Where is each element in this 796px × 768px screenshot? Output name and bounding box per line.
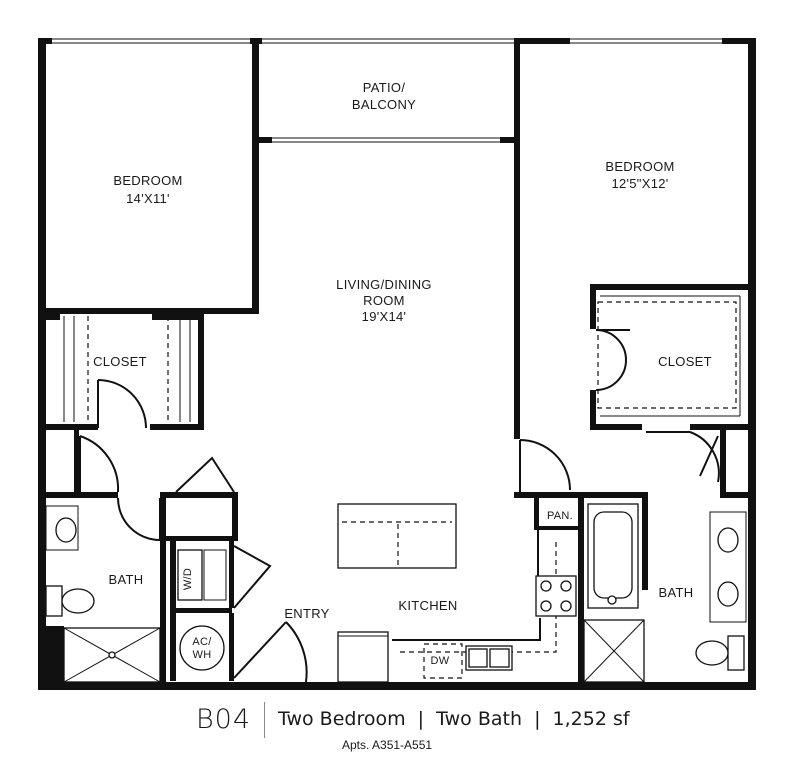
bath-right-label: BATH	[659, 585, 694, 600]
windows	[52, 38, 722, 44]
door-swings	[79, 329, 720, 683]
ac-wh-label-1: AC/	[192, 636, 212, 648]
kitchen-label: KITCHEN	[398, 598, 457, 613]
closet-shelving	[63, 295, 741, 422]
closet-left-label: CLOSET	[93, 354, 147, 369]
exterior-walls	[38, 38, 756, 690]
left-bath-fixtures	[45, 505, 161, 683]
dishwasher-label: DW	[431, 655, 450, 667]
bedroom-right-name: BEDROOM	[605, 159, 674, 174]
kitchen-fixtures	[337, 503, 577, 683]
bath-left-label: BATH	[109, 572, 144, 587]
unit-code: B04	[196, 704, 252, 735]
bedroom-right-size: 12'5"X12'	[611, 176, 668, 191]
living-size: 19'X14'	[362, 309, 407, 324]
patio-label-2: BALCONY	[352, 97, 416, 112]
interior-walls	[38, 44, 756, 682]
floor-plan: BEDROOM 14'X11' PATIO/ BALCONY BEDROOM 1…	[38, 38, 756, 690]
caption-divider	[264, 702, 265, 738]
unit-apartments: Apts. A351-A551	[342, 738, 433, 752]
ac-wh-label-2: WH	[193, 649, 212, 661]
closet-right-label: CLOSET	[658, 354, 712, 369]
unit-description: Two Bedroom | Two Bath | 1,252 sf	[278, 708, 630, 730]
living-label-1: LIVING/DINING	[336, 277, 432, 292]
patio-label-1: PATIO/	[363, 80, 406, 95]
living-label-2: ROOM	[363, 293, 405, 308]
utility-fixtures	[177, 549, 227, 671]
right-bath-fixtures	[583, 503, 747, 683]
bedroom-left-name: BEDROOM	[113, 173, 182, 188]
plan-caption: B04 Two Bedroom | Two Bath | 1,252 sf Ap…	[0, 698, 796, 758]
bedroom-left-size: 14'X11'	[126, 191, 170, 206]
entry-label: ENTRY	[284, 606, 329, 621]
washer-dryer-label: W/D	[182, 568, 194, 590]
pantry-label: PAN.	[547, 510, 573, 522]
